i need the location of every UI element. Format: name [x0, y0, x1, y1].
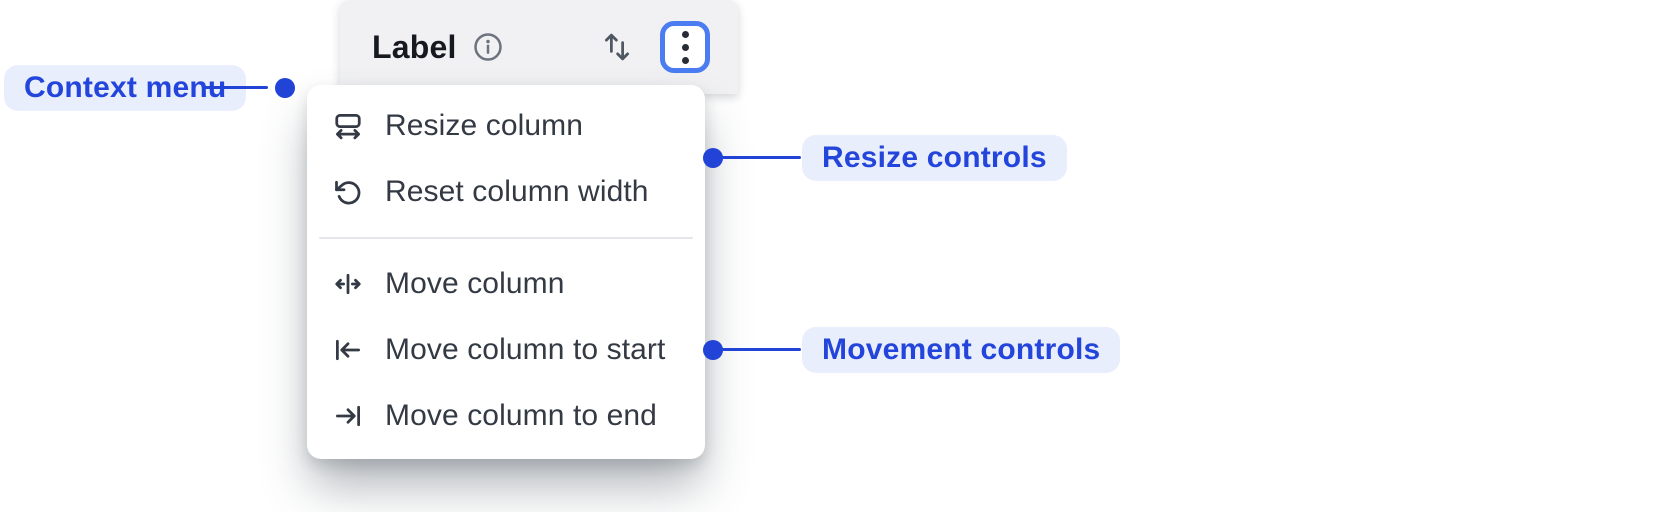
sort-arrows-icon[interactable] — [602, 32, 632, 62]
menu-item-label: Reset column width — [385, 175, 649, 208]
table-column-header: Label — [340, 0, 738, 94]
kebab-menu-icon — [681, 30, 689, 38]
menu-item-move-column-start[interactable]: Move column to start — [307, 317, 705, 383]
move-column-start-icon — [333, 335, 363, 365]
menu-item-label: Move column to end — [385, 399, 657, 432]
annotation-dot-context-menu — [275, 78, 295, 98]
annotation-line-context-menu — [204, 86, 268, 89]
move-column-end-icon — [333, 401, 363, 431]
annotation-line-resize-controls — [721, 156, 801, 159]
annotation-dot-resize-controls — [703, 148, 723, 168]
menu-item-label: Move column — [385, 267, 565, 300]
menu-divider — [319, 237, 693, 239]
menu-item-move-column-end[interactable]: Move column to end — [307, 383, 705, 449]
info-icon[interactable] — [473, 32, 503, 62]
menu-item-reset-column-width[interactable]: Reset column width — [307, 159, 705, 225]
column-menu-button[interactable] — [660, 21, 710, 73]
context-menu: Resize column Reset column width — [307, 85, 705, 459]
resize-column-icon — [333, 111, 363, 141]
reset-column-width-icon — [333, 177, 363, 207]
menu-item-resize-column[interactable]: Resize column — [307, 93, 705, 159]
menu-item-label: Move column to start — [385, 333, 666, 366]
annotation-movement-controls: Movement controls — [802, 327, 1121, 373]
annotation-line-movement-controls — [721, 348, 801, 351]
column-title: Label — [372, 28, 457, 65]
menu-item-label: Resize column — [385, 109, 584, 142]
annotation-dot-movement-controls — [703, 340, 723, 360]
move-column-icon — [333, 269, 363, 299]
menu-item-move-column[interactable]: Move column — [307, 251, 705, 317]
annotation-resize-controls: Resize controls — [802, 135, 1067, 181]
